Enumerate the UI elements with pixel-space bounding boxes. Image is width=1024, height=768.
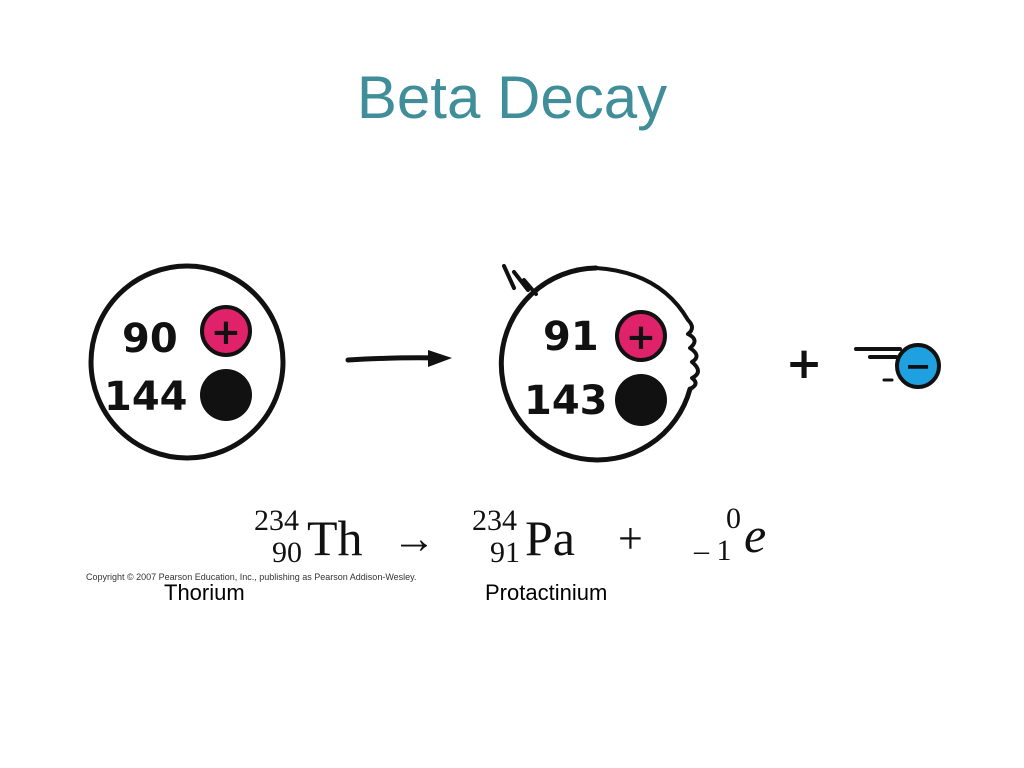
equation-plus: + xyxy=(618,514,643,563)
parent-proton-icon xyxy=(200,305,252,357)
parent-neutron-icon xyxy=(200,369,252,421)
parent-nucleus-outline xyxy=(88,263,286,461)
decay-arrow xyxy=(345,350,452,367)
parent-nucleus: 90 + 144 xyxy=(88,263,286,461)
equation-arrow: → xyxy=(392,514,436,563)
daughter-neutron-count: 143 xyxy=(524,378,608,424)
protactinium-atomic-number: 91 xyxy=(490,536,520,569)
thorium-atomic-number: 90 xyxy=(272,536,302,569)
electron-mass-number: 0 xyxy=(726,502,741,535)
emitted-electron: − xyxy=(854,343,941,389)
protactinium-caption: Protactinium xyxy=(485,580,608,605)
daughter-nucleus-deformation xyxy=(595,266,700,391)
protactinium-symbol: Pa xyxy=(525,510,575,566)
electron-icon xyxy=(895,343,941,389)
electron-symbol: e xyxy=(744,507,766,563)
daughter-nucleus-outline xyxy=(498,265,693,463)
daughter-proton-count: 91 xyxy=(543,314,599,360)
electron-sign: − xyxy=(905,347,932,385)
thorium-mass-number: 234 xyxy=(254,504,299,537)
nuclear-equation: 234 90 Th → 234 91 Pa + 0 – 1 e xyxy=(254,502,766,569)
parent-proton-count: 90 xyxy=(122,316,178,362)
motion-line-3 xyxy=(522,278,538,296)
motion-line-2 xyxy=(512,270,530,292)
motion-line-1 xyxy=(502,264,516,290)
thorium-caption: Thorium xyxy=(164,580,245,605)
daughter-proton-icon xyxy=(615,310,667,362)
parent-proton-sign: + xyxy=(211,312,241,353)
copyright-notice: Copyright © 2007 Pearson Education, Inc.… xyxy=(86,572,417,582)
daughter-neutron-icon xyxy=(615,374,667,426)
electron-charge-number: – 1 xyxy=(693,534,732,567)
parent-neutron-count: 144 xyxy=(104,374,188,420)
plus-sign: + xyxy=(786,338,823,389)
thorium-symbol: Th xyxy=(307,510,363,566)
protactinium-mass-number: 234 xyxy=(472,504,517,537)
daughter-nucleus: 91 + 143 xyxy=(498,264,700,463)
slide-title: Beta Decay xyxy=(356,64,668,131)
daughter-proton-sign: + xyxy=(626,317,656,358)
